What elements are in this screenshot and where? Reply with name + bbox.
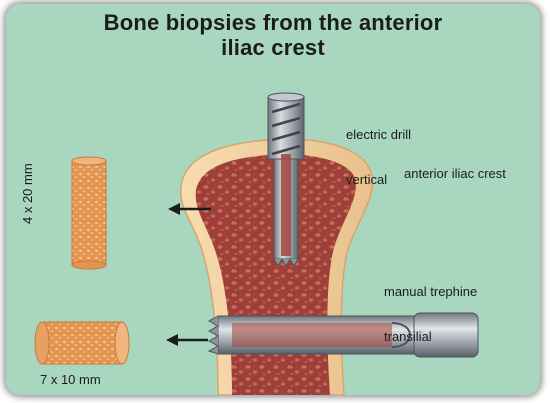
label-electric-drill: electric drill vertical — [346, 97, 411, 217]
vertical-core-sample — [72, 157, 106, 269]
title-line-1: Bone biopsies from the anterior — [6, 10, 540, 35]
title-line-2: iliac crest — [6, 35, 540, 60]
label-electric-drill-line2: vertical — [346, 172, 411, 187]
arrow-to-horizontal-sample — [166, 334, 208, 346]
label-anterior-iliac-crest: anterior iliac crest — [404, 166, 506, 181]
label-vertical-sample-size: 4 x 20 mm — [20, 163, 35, 224]
diagram-panel: Bone biopsies from the anterior iliac cr… — [6, 4, 540, 395]
label-manual-trephine-line2: transilial — [384, 329, 477, 344]
label-manual-trephine-line1: manual trephine — [384, 284, 477, 299]
diagram-title: Bone biopsies from the anterior iliac cr… — [6, 10, 540, 60]
label-electric-drill-line1: electric drill — [346, 127, 411, 142]
horizontal-core-sample — [35, 322, 129, 364]
label-manual-trephine: manual trephine transilial — [384, 254, 477, 374]
label-horizontal-sample-size: 7 x 10 mm — [40, 372, 101, 387]
